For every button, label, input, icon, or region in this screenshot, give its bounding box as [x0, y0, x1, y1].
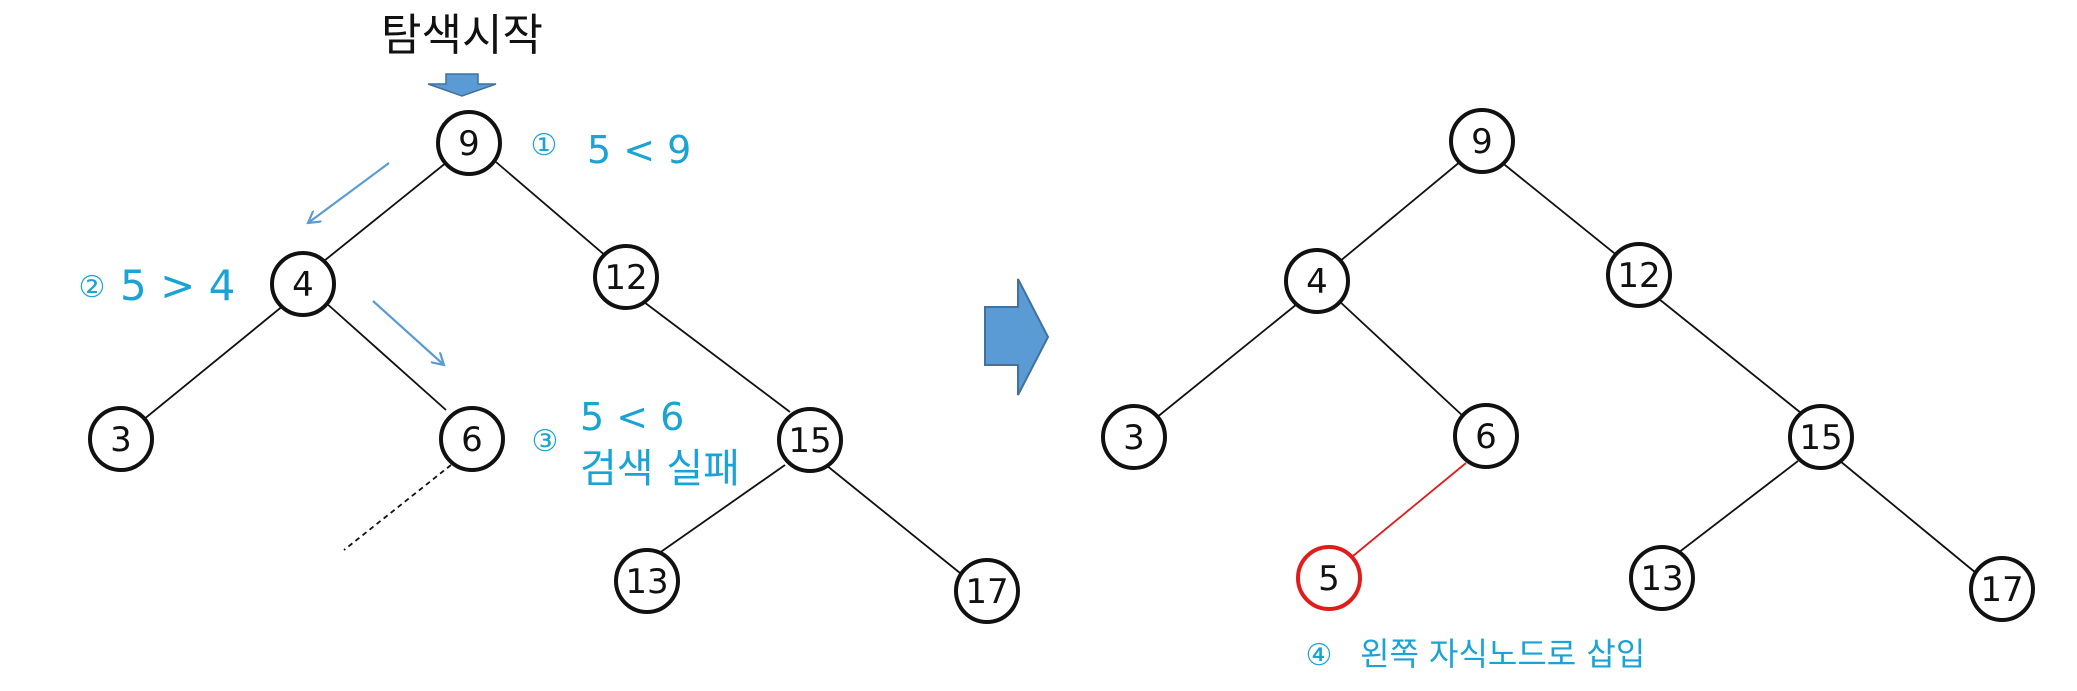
right-tree-edges — [1155, 160, 1977, 574]
edge-9-4 — [318, 161, 448, 266]
svg-text:9: 9 — [1471, 122, 1493, 162]
svg-text:17: 17 — [1980, 570, 2023, 610]
r-edge-4-3 — [1155, 303, 1298, 419]
r-edge-15-13 — [1664, 460, 1799, 564]
step3-marker: ③ — [532, 424, 559, 459]
svg-text:15: 15 — [788, 421, 831, 461]
svg-text:4: 4 — [1306, 262, 1328, 302]
right-node-17: 17 — [1969, 556, 2035, 622]
r-edge-4-6 — [1337, 299, 1465, 418]
r-edge-12-15 — [1658, 298, 1802, 414]
step3-text-line2: 검색 실패 — [580, 446, 740, 492]
edge-15-13 — [644, 464, 786, 564]
left-node-9: 9 — [436, 110, 502, 176]
step3-text-line1: 5 < 6 — [580, 395, 684, 439]
step4-text: 왼쪽 자식노드로 삽입 — [1360, 635, 1645, 673]
svg-text:9: 9 — [458, 124, 480, 164]
left-node-6: 6 — [439, 406, 505, 472]
step4-marker: ④ — [1306, 638, 1333, 673]
left-node-4: 4 — [270, 251, 336, 317]
svg-text:6: 6 — [1475, 417, 1497, 457]
right-node-3: 3 — [1101, 404, 1167, 470]
right-node-9: 9 — [1449, 108, 1515, 174]
step1-annotation: ① 5 < 9 — [531, 128, 692, 172]
edge-4-3 — [142, 304, 285, 421]
right-node-12: 12 — [1606, 242, 1672, 308]
r-edge-9-12 — [1499, 160, 1620, 258]
right-node-15: 15 — [1788, 404, 1854, 470]
left-tree-edges — [142, 161, 961, 574]
svg-text:13: 13 — [1640, 559, 1683, 599]
step2-text: 5 > 4 — [120, 261, 235, 310]
r-edge-6-5-inserted — [1352, 462, 1467, 557]
svg-text:12: 12 — [604, 258, 647, 298]
left-node-17: 17 — [954, 558, 1020, 624]
right-tree-nodes: 9 4 12 3 6 15 5 13 — [1101, 108, 2035, 622]
right-node-5-inserted: 5 — [1296, 545, 1362, 611]
step1-marker: ① — [531, 128, 558, 163]
left-tree-nodes: 9 4 12 3 6 15 13 17 — [88, 110, 1020, 624]
left-node-15: 15 — [777, 407, 843, 473]
right-node-4: 4 — [1284, 248, 1350, 314]
svg-text:6: 6 — [461, 420, 483, 460]
path-arrow-4-to-6-icon — [372, 300, 444, 365]
start-label: 탐색시작 — [381, 10, 543, 61]
step4-annotation: ④ 왼쪽 자식노드로 삽입 — [1306, 635, 1646, 673]
edge-4-6 — [324, 301, 447, 411]
start-down-arrow-icon — [427, 73, 497, 97]
step1-text: 5 < 9 — [587, 128, 691, 172]
path-arrow-9-to-4-icon — [308, 162, 390, 223]
svg-text:13: 13 — [625, 562, 668, 602]
left-node-12: 12 — [593, 244, 659, 310]
edge-12-15 — [639, 298, 791, 413]
svg-text:15: 15 — [1799, 418, 1842, 458]
edge-9-12 — [495, 161, 608, 258]
search-fail-dotted-edge — [343, 464, 452, 551]
left-node-3: 3 — [88, 406, 154, 472]
edge-15-17 — [825, 464, 961, 574]
svg-text:3: 3 — [110, 420, 132, 460]
svg-text:12: 12 — [1617, 256, 1660, 296]
r-edge-15-17 — [1839, 460, 1977, 574]
svg-text:5: 5 — [1318, 559, 1340, 599]
right-node-6: 6 — [1453, 403, 1519, 469]
step3-annotation: ③ 5 < 6 검색 실패 — [532, 395, 740, 492]
step2-marker: ② — [79, 270, 106, 305]
right-node-13: 13 — [1629, 545, 1695, 611]
transition-arrow-icon — [984, 278, 1050, 396]
left-node-13: 13 — [614, 548, 680, 614]
svg-text:17: 17 — [965, 572, 1008, 612]
svg-text:3: 3 — [1123, 418, 1145, 458]
step2-annotation: ② 5 > 4 — [79, 261, 236, 310]
r-edge-9-4 — [1338, 160, 1462, 263]
svg-text:4: 4 — [292, 265, 314, 305]
